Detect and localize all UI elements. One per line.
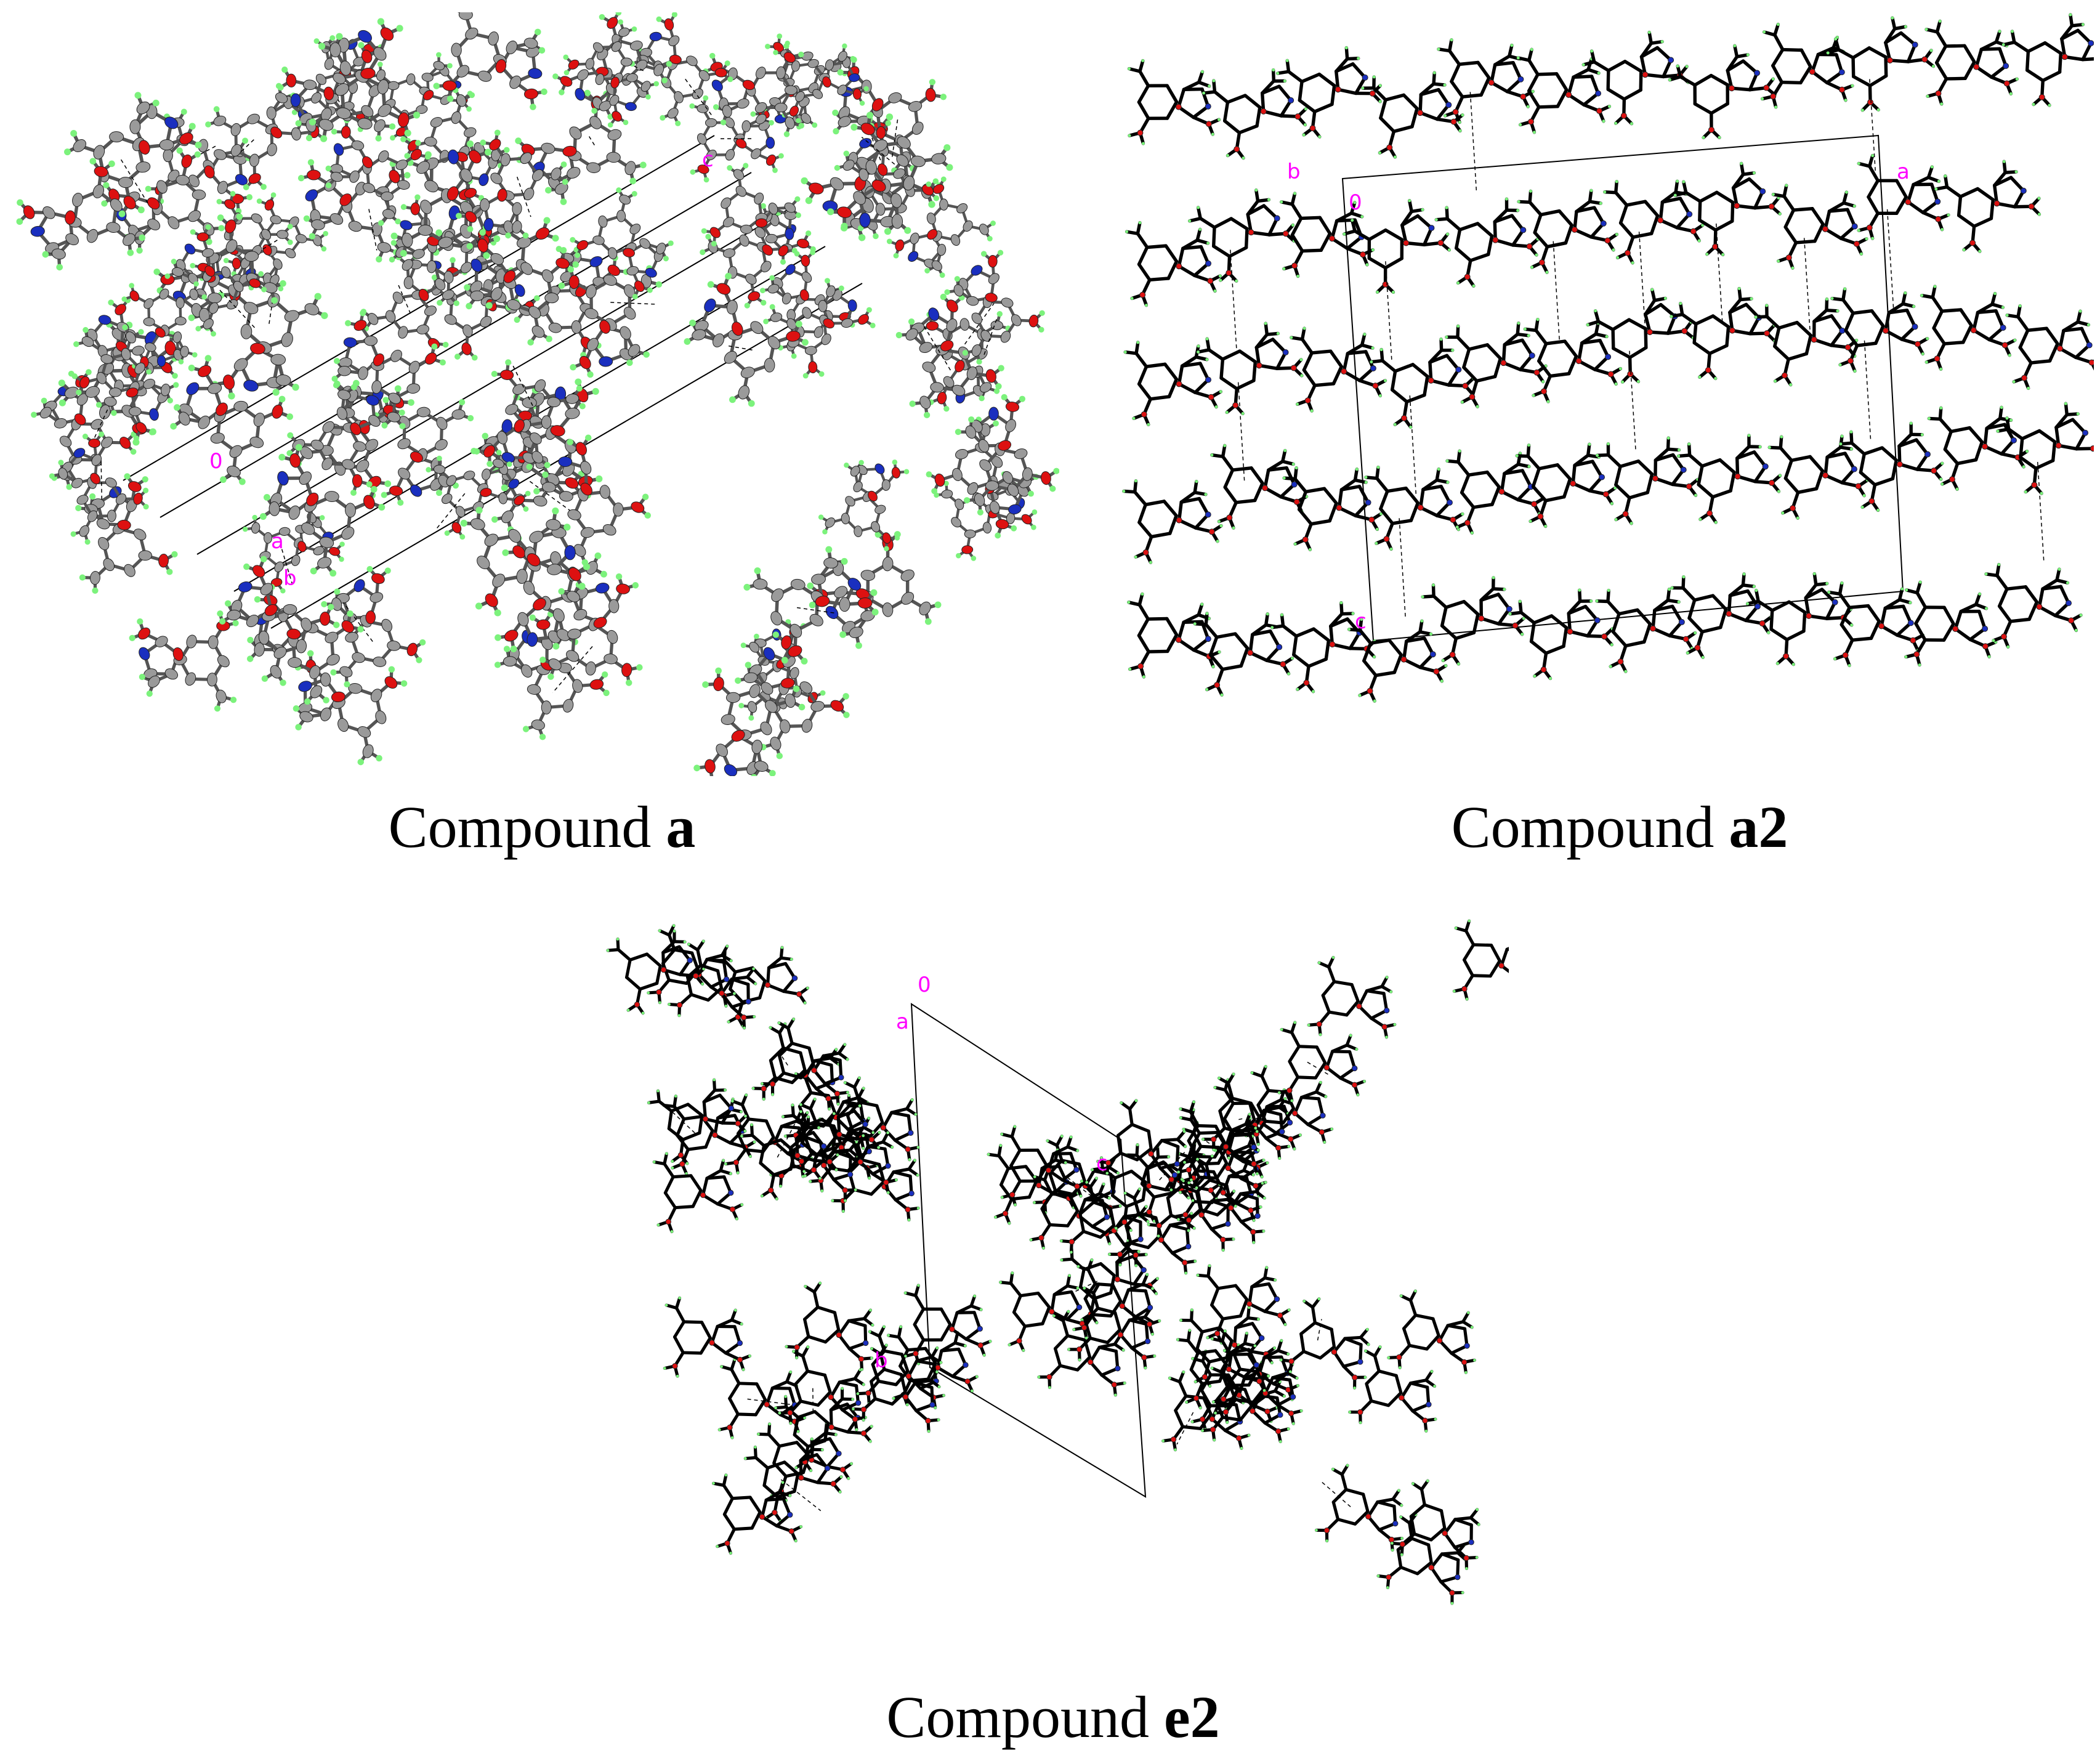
packing-diagram-a2: b 0 a c [1122,13,2094,703]
axis-label: 0 [1349,190,1362,215]
caption-compound-a: Compound a [389,798,696,857]
axis-label: a [1897,160,1910,184]
axis-label: c [1096,1151,1108,1176]
packing-diagram-e2: 0a c b [606,919,1509,1605]
caption-prefix: Compound [1451,794,1729,860]
axis-label: b [874,1348,888,1373]
caption-compound-e2: Compound e2 [886,1688,1219,1747]
axis-label: a [271,529,284,554]
molecules [16,12,1059,776]
caption-compound-a2: Compound a2 [1452,798,1788,857]
axis-label: b [283,566,297,591]
axis-label: a [896,1010,909,1034]
axis-label: b [1287,160,1301,184]
axis-label: c [1355,609,1367,634]
molecules [606,919,1509,1605]
axis-label: c [702,147,714,172]
crystal-packing-compound-a2: b 0 a c [1084,12,2094,776]
caption-compound-id: a [666,794,696,860]
axis-label: 0 [209,449,223,474]
caption-prefix: Compound [388,794,666,860]
caption-compound-id: a2 [1729,794,1788,860]
packing-diagram-a: c 0 ab [16,12,1059,776]
molecules [1122,13,2094,703]
axis-label: 0 [918,973,931,997]
caption-compound-id: e2 [1164,1684,1220,1750]
caption-prefix: Compound [886,1684,1165,1750]
